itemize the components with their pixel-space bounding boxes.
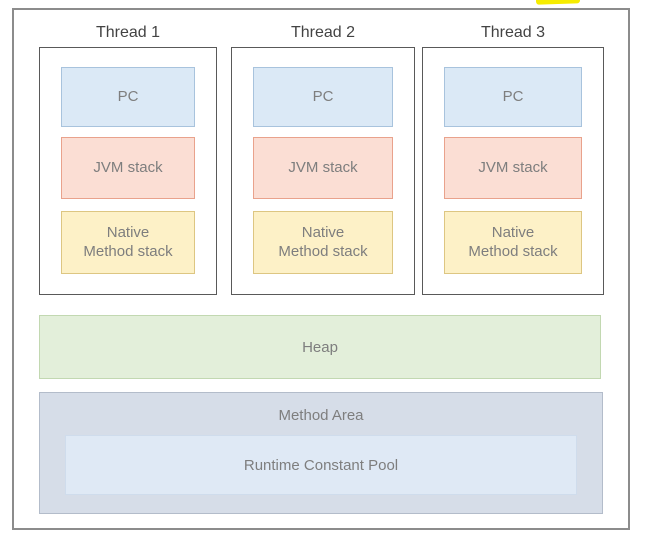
thread-3-pc-label: PC [502,87,524,105]
heap-label: Heap [302,338,338,356]
thread-2-label: Thread 2 [290,24,356,41]
thread-2-jvm-stack-label: JVM stack [288,158,358,176]
method-area-box: Method Area Runtime Constant Pool [39,392,603,514]
runtime-constant-pool-label: Runtime Constant Pool [243,456,399,474]
jvm-runtime-container: Thread 1 PC JVM stack Native Method stac… [12,8,630,530]
thread-3-section: Thread 3 PC JVM stack Native Method stac… [422,18,604,295]
thread-1-pc-label: PC [117,87,139,105]
thread-1-box: PC JVM stack Native Method stack [39,47,217,295]
thread-3-label: Thread 3 [480,24,546,41]
thread-1-pc-box: PC [61,67,195,127]
heap-box: Heap [39,315,601,379]
thread-3-native-method-stack-box: Native Method stack [444,211,582,274]
thread-2-box: PC JVM stack Native Method stack [231,47,415,295]
thread-3-pc-box: PC [444,67,582,127]
thread-3-native-method-stack-label: Native Method stack [468,223,558,260]
thread-3-jvm-stack-label: JVM stack [478,158,548,176]
yellow-highlight-marker [535,0,581,5]
thread-2-native-method-stack-box: Native Method stack [253,211,393,274]
thread-2-pc-label: PC [312,87,334,105]
thread-2-pc-box: PC [253,67,393,127]
runtime-constant-pool-box: Runtime Constant Pool [65,435,577,495]
thread-3-box: PC JVM stack Native Method stack [422,47,604,295]
thread-2-section: Thread 2 PC JVM stack Native Method stac… [231,18,415,295]
thread-1-label: Thread 1 [95,24,161,41]
thread-1-jvm-stack-label: JVM stack [93,158,163,176]
thread-2-native-method-stack-label: Native Method stack [278,223,368,260]
thread-1-native-method-stack-box: Native Method stack [61,211,195,274]
thread-1-native-method-stack-label: Native Method stack [83,223,173,260]
method-area-label: Method Area [278,407,364,424]
thread-3-jvm-stack-box: JVM stack [444,137,582,199]
thread-1-section: Thread 1 PC JVM stack Native Method stac… [39,18,217,295]
thread-2-jvm-stack-box: JVM stack [253,137,393,199]
thread-1-jvm-stack-box: JVM stack [61,137,195,199]
